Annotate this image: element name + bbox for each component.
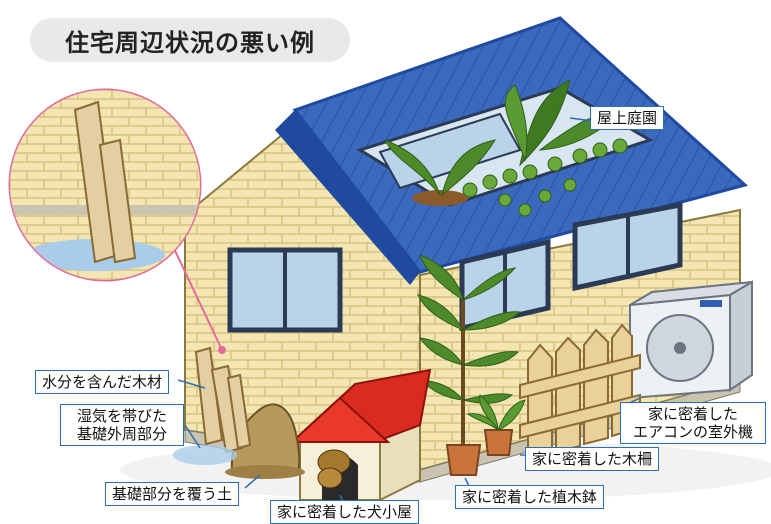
label-planter: 家に密着した植木鉢 xyxy=(455,485,605,509)
zoom-inset xyxy=(8,88,226,354)
label-doghouse: 家に密着した犬小屋 xyxy=(270,500,420,524)
roof-edge xyxy=(275,110,420,285)
label-fence: 家に密着した木柵 xyxy=(525,447,660,471)
label-wet-wood: 水分を含んだ木材 xyxy=(35,370,170,394)
front-window-right xyxy=(572,201,683,292)
potted-plant-small xyxy=(466,394,526,456)
rooftop-plants xyxy=(383,79,628,217)
soil-mound xyxy=(225,403,305,479)
page-title: 住宅周辺状況の悪い例 xyxy=(30,18,350,62)
ac-outdoor-unit xyxy=(629,280,753,400)
wet-wood-planks xyxy=(194,346,252,454)
potted-plant-large xyxy=(417,254,522,476)
label-ac-unit-line2: エアコンの室外機 xyxy=(632,423,753,441)
gable-window xyxy=(227,247,343,333)
wooden-fence xyxy=(519,323,641,464)
label-ac-unit-line1: 家に密着した xyxy=(647,405,738,423)
label-damp-foundation-line1: 湿気を帯びた xyxy=(76,407,167,425)
label-soil-over-foundation: 基礎部分を覆う土 xyxy=(105,482,240,506)
label-damp-foundation-line2: 基礎外周部分 xyxy=(76,425,167,443)
damp-puddle xyxy=(173,445,237,465)
doghouse xyxy=(289,368,432,502)
label-damp-foundation: 湿気を帯びた 基礎外周部分 xyxy=(60,404,184,446)
label-rooftop-garden: 屋上庭園 xyxy=(590,106,665,130)
label-ac-unit: 家に密着した エアコンの室外機 xyxy=(620,402,766,444)
